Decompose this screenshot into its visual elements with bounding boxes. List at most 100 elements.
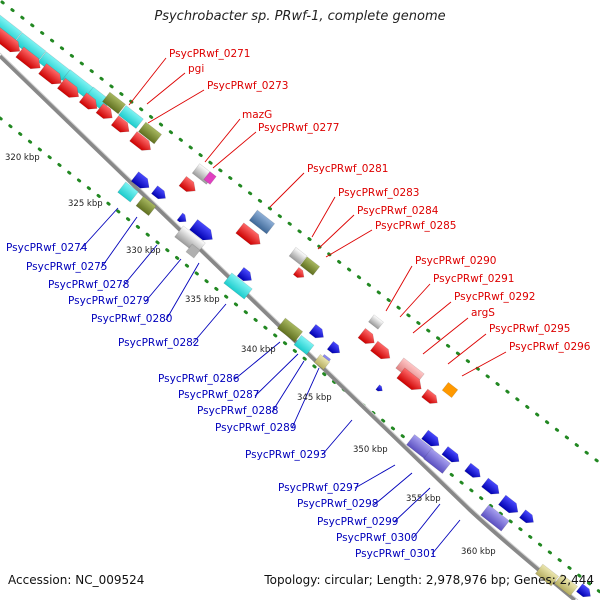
gene-block xyxy=(288,246,308,266)
gene-block xyxy=(299,256,321,276)
gene-block xyxy=(293,334,315,356)
gene-leader-line xyxy=(144,258,182,303)
gene-leader-line xyxy=(373,472,413,506)
gene-label-reverse: PsycPRwf_0282 xyxy=(118,337,200,349)
gene-leader-line xyxy=(122,244,158,287)
gene-leader-line xyxy=(79,207,119,251)
gene-arrow xyxy=(178,175,196,192)
scale-tick-label: 340 kbp xyxy=(241,345,276,355)
gene-leader-line xyxy=(354,464,396,489)
gene-leader-line xyxy=(212,131,257,169)
gene-label-reverse: PsycPRwf_0288 xyxy=(197,405,279,417)
gene-label-reverse: PsycPRwf_0299 xyxy=(317,516,399,528)
gene-arrow xyxy=(150,185,166,200)
gene-label-forward: mazG xyxy=(242,109,272,121)
gene-leader-line xyxy=(422,317,469,355)
gene-block xyxy=(138,121,162,145)
gene-label-forward: PsycPRwf_0284 xyxy=(357,205,439,217)
inner-guide-line xyxy=(0,116,600,594)
gene-arrow xyxy=(370,340,391,360)
gene-arrow xyxy=(375,384,383,392)
gene-label-reverse: PsycPRwf_0293 xyxy=(245,449,327,461)
gene-block xyxy=(480,504,510,532)
gene-label-reverse: PsycPRwf_0287 xyxy=(178,389,260,401)
gene-leader-line xyxy=(192,303,227,344)
gene-label-forward: PsycPRwf_0281 xyxy=(307,163,389,175)
gene-arrow xyxy=(518,509,534,524)
gene-label-forward: PsycPRwf_0271 xyxy=(169,48,251,60)
gene-block xyxy=(117,181,139,203)
gene-leader-line xyxy=(321,419,353,456)
outer-guide-line xyxy=(0,0,600,465)
gene-block xyxy=(313,353,331,371)
gene-label-reverse: PsycPRwf_0279 xyxy=(68,295,150,307)
gene-arrow xyxy=(15,46,41,70)
gene-leader-line xyxy=(100,216,138,269)
gene-arrow xyxy=(421,388,438,404)
gene-leader-line xyxy=(146,72,186,105)
gene-arrow xyxy=(441,446,460,463)
gene-label-reverse: PsycPRwf_0297 xyxy=(278,482,360,494)
scale-tick-label: 330 kbp xyxy=(126,246,161,256)
gene-label-forward: PsycPRwf_0292 xyxy=(454,291,536,303)
gene-label-forward: PsycPRwf_0296 xyxy=(509,341,591,353)
gene-block xyxy=(118,105,144,129)
gene-leader-line xyxy=(147,89,205,124)
gene-arrow xyxy=(38,63,62,85)
gene-leader-line xyxy=(204,118,241,163)
gene-arrow xyxy=(292,266,305,278)
gene-label-reverse: PsycPRwf_0301 xyxy=(355,548,437,560)
gene-leader-line xyxy=(165,262,200,321)
gene-label-reverse: PsycPRwf_0274 xyxy=(6,242,88,254)
gene-leader-line xyxy=(393,487,431,523)
gene-block xyxy=(535,563,559,587)
scale-tick-label: 345 kbp xyxy=(297,393,332,403)
gene-arrow xyxy=(129,131,152,151)
gene-arrow xyxy=(176,212,187,223)
gene-leader-line xyxy=(269,172,305,208)
gene-leader-line xyxy=(461,351,507,377)
gene-arrow xyxy=(396,367,422,391)
gene-leader-line xyxy=(291,367,320,429)
gene-leader-line xyxy=(385,265,413,312)
gene-leader-line xyxy=(128,57,167,106)
gene-leader-line xyxy=(447,333,487,365)
gene-arrow xyxy=(110,115,130,133)
gene-label-reverse: PsycPRwf_0280 xyxy=(91,313,173,325)
gene-label-forward: PsycPRwf_0283 xyxy=(338,187,420,199)
scale-tick-label: 350 kbp xyxy=(353,445,388,455)
gene-arrow xyxy=(421,429,440,447)
gene-arrow xyxy=(498,494,519,514)
gene-block xyxy=(423,448,451,474)
gene-arrow xyxy=(575,583,591,598)
gene-arrow xyxy=(481,477,500,495)
gene-block xyxy=(554,573,578,597)
gene-block xyxy=(135,195,157,217)
gene-leader-line xyxy=(271,360,305,413)
gene-leader-line xyxy=(399,283,431,318)
scale-tick-label: 320 kbp xyxy=(5,153,40,163)
gene-arrow xyxy=(0,27,21,53)
gene-label-reverse: PsycPRwf_0289 xyxy=(215,422,297,434)
gene-label-reverse: PsycPRwf_0298 xyxy=(297,498,379,510)
gene-leader-line xyxy=(412,503,441,539)
gene-block xyxy=(223,272,253,300)
gene-block xyxy=(368,314,384,330)
gene-block xyxy=(185,243,201,259)
gene-label-forward: PsycPRwf_0295 xyxy=(489,323,571,335)
gene-leader-line xyxy=(311,196,336,238)
gene-label-reverse: PsycPRwf_0300 xyxy=(336,532,418,544)
gene-label-forward: pgi xyxy=(188,63,204,75)
gene-block xyxy=(441,381,459,399)
gene-label-forward: PsycPRwf_0273 xyxy=(207,80,289,92)
gene-label-reverse: PsycPRwf_0275 xyxy=(26,261,108,273)
gene-label-forward: PsycPRwf_0277 xyxy=(258,122,340,134)
gene-arrow xyxy=(464,462,481,478)
scale-tick-label: 325 kbp xyxy=(68,199,103,209)
scale-tick-label: 355 kbp xyxy=(406,494,441,504)
gene-block xyxy=(102,91,126,115)
gene-arrow xyxy=(236,266,252,282)
gene-arrow xyxy=(189,219,213,241)
gene-arrow xyxy=(130,171,150,189)
